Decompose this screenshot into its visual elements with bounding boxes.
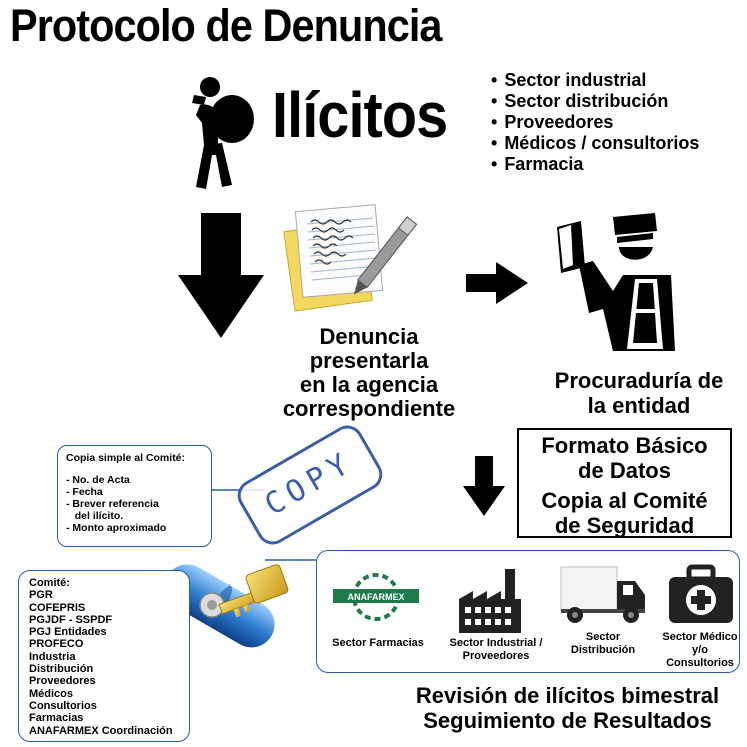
sector-distribucion-label: Sector Distribución [563,631,643,657]
list-item: PGJ Entidades [29,626,189,638]
list-item: Comité: [29,577,189,589]
list-item: Médicos [29,688,189,700]
revision-line: Revisión de ilícitos bimestral [395,683,740,708]
sector-medico-text: Sector Médico y/o Consultorios [662,631,737,669]
comite-box: Comité: PGR COFEPRIS PGJDF - SSPDF PGJ E… [18,570,190,742]
revision-line: Seguimiento de Resultados [395,708,740,733]
list-item: PGJDF - SSPDF [29,614,189,626]
sector-distribucion-text: Sector Distribución [571,631,635,656]
list-item: - Brever referencia [66,498,211,510]
sectors-panel: ANAFARMEX Sector Farmacias Sector Indust… [316,550,740,673]
list-item: Farmacias [29,712,189,724]
copia-simple-list: - No. de Acta - Fecha - Brever referenci… [66,474,211,534]
sector-farmacias-label: Sector Farmacias [323,637,433,650]
list-item: Proveedores [29,675,189,687]
anafarmex-logo-icon: ANAFARMEX [331,569,421,625]
list-item: del ilícito. [66,510,211,522]
list-item: Consultorios [29,700,189,712]
list-item: COFEPRIS [29,602,189,614]
list-item: PGR [29,589,189,601]
list-item: - No. de Acta [66,474,211,486]
truck-icon [559,563,647,625]
list-item: PROFECO [29,638,189,650]
list-item: - Fecha [66,486,211,498]
comite-list: Comité: PGR COFEPRIS PGJDF - SSPDF PGJ E… [29,577,189,737]
list-item: ANAFARMEX Coordinación [29,725,189,737]
medical-kit-icon [667,565,735,625]
list-item: Distribución [29,663,189,675]
anafarmex-logo-text: ANAFARMEX [347,592,404,602]
list-item: Industria [29,651,189,663]
factory-icon [457,569,523,633]
copia-simple-box: Copia simple al Comité: - No. de Acta - … [57,445,212,547]
revision-label: Revisión de ilícitos bimestral Seguimien… [395,683,740,733]
copia-simple-title: Copia simple al Comité: [66,452,211,464]
list-item: - Monto aproximado [66,522,211,534]
sector-medico-label: Sector Médico y/o Consultorios [661,631,739,670]
sector-industrial-label: Sector Industrial / Proveedores [437,637,555,663]
